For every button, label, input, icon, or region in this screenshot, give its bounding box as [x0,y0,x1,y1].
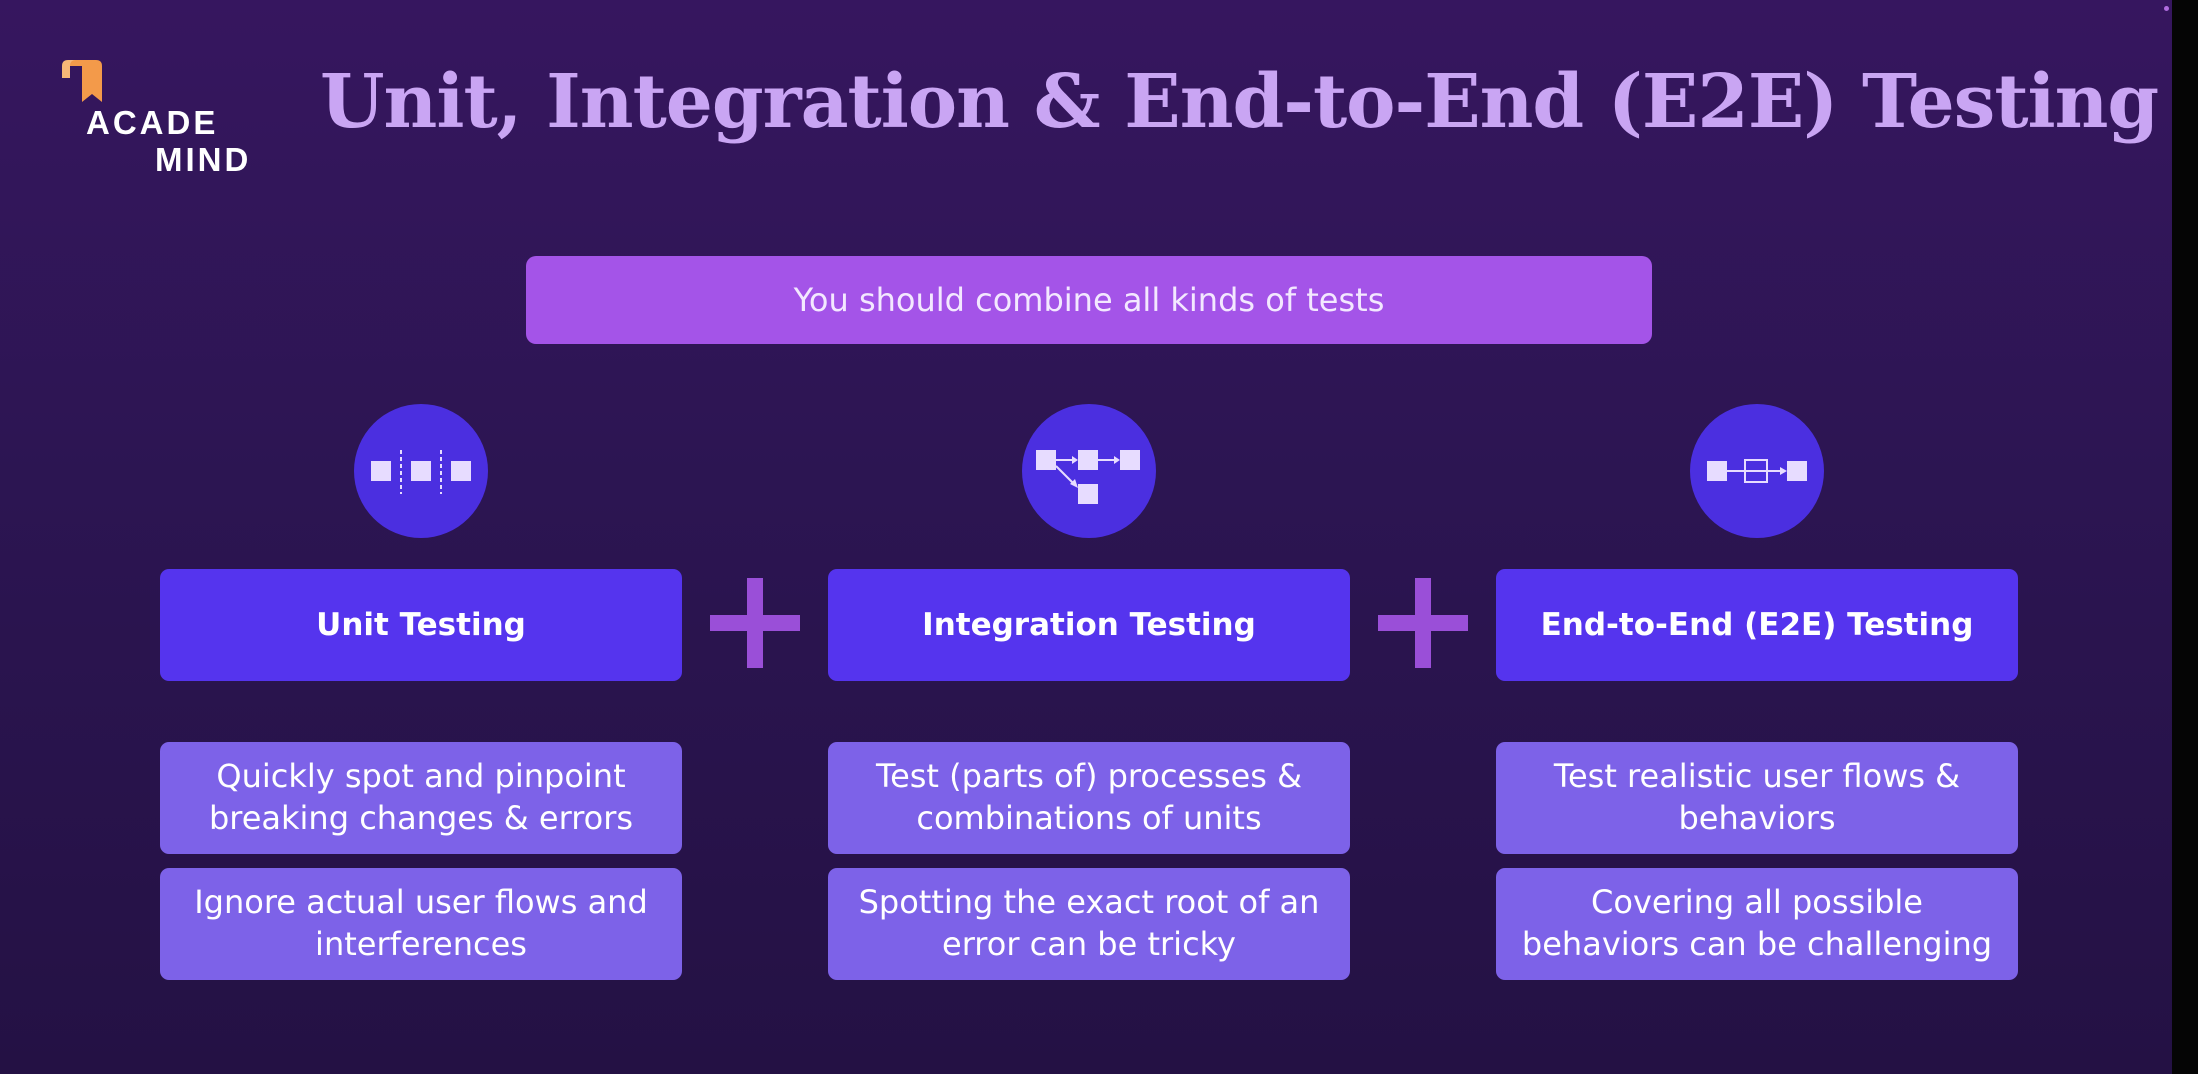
unit-testing-drawback: Ignore actual user flows and interferenc… [160,868,682,980]
logo-text-acade: ACADE [86,104,219,141]
isolated-units-icon [354,404,488,538]
slide-title: Unit, Integration & End-to-End (E2E) Tes… [320,59,2159,145]
bookmark-icon [62,60,102,102]
academind-logo: ACADE MIND [62,56,272,176]
logo-text-mind: MIND [155,141,252,178]
unit-testing-advantage: Quickly spot and pinpoint breaking chang… [160,742,682,854]
plus-icon [710,578,800,668]
e2e-testing-heading: End-to-End (E2E) Testing [1496,569,2018,681]
indicator-dot [2164,6,2169,11]
e2e-testing-advantage: Test realistic user flows & behaviors [1496,742,2018,854]
integration-testing-drawback: Spotting the exact root of an error can … [828,868,1350,980]
unit-testing-heading: Unit Testing [160,569,682,681]
integration-testing-heading: Integration Testing [828,569,1350,681]
window-edge [2172,0,2198,1074]
e2e-testing-drawback: Covering all possible behaviors can be c… [1496,868,2018,980]
end-to-end-flow-icon [1690,404,1824,538]
integration-testing-advantage: Test (parts of) processes & combinations… [828,742,1350,854]
plus-icon [1378,578,1468,668]
combine-tests-banner: You should combine all kinds of tests [526,256,1652,344]
connected-units-icon [1022,404,1156,538]
